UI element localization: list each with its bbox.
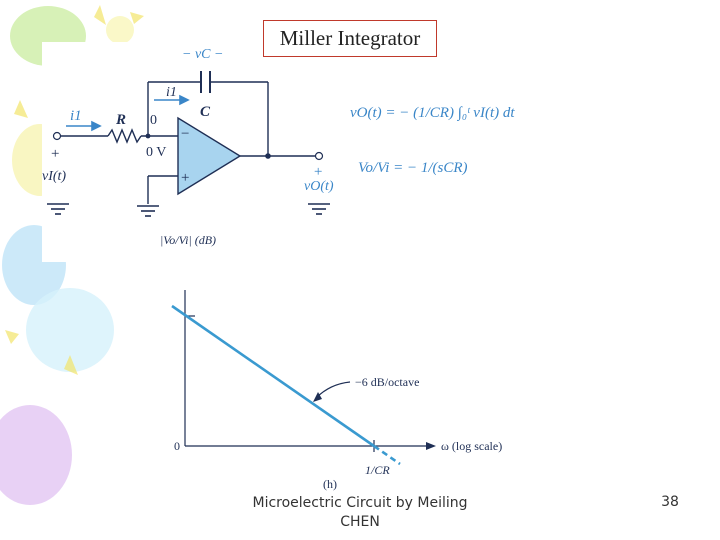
slide-title: Miller Integrator bbox=[263, 20, 437, 57]
vo-label: vO(t) bbox=[304, 179, 334, 194]
inverting-minus-label: − bbox=[181, 126, 189, 142]
node-dot-output bbox=[265, 153, 271, 159]
balloon-cyan bbox=[26, 288, 114, 372]
x-tick-label: 1/CR bbox=[365, 463, 390, 477]
resistor-label: R bbox=[115, 112, 126, 128]
current-arrows bbox=[66, 94, 190, 132]
ground-icon-input bbox=[47, 203, 69, 215]
content-panel bbox=[42, 42, 720, 262]
x-axis-label: ω (log scale) bbox=[441, 439, 502, 453]
slope-annotation: −6 dB/octave bbox=[355, 375, 419, 389]
footer-author: Microelectric Circuit by Meiling CHEN bbox=[252, 495, 468, 530]
ground-symbols bbox=[47, 203, 330, 217]
response-line bbox=[171, 304, 375, 448]
equation-time-domain: vO(t) = − (1/CR) ∫₀ᵗ vI(t) dt bbox=[350, 105, 515, 121]
ground-icon-opamp bbox=[137, 205, 159, 217]
annotation-pointer bbox=[315, 381, 351, 399]
input-plus-label: + bbox=[51, 146, 59, 162]
circuit bbox=[60, 71, 316, 204]
input-terminal bbox=[52, 131, 62, 141]
zero-db-tick-label: 0 bbox=[174, 439, 180, 453]
zero-node-label: 0 bbox=[150, 113, 157, 128]
page-number: 38 bbox=[661, 494, 679, 510]
output-terminal bbox=[314, 151, 324, 161]
capacitor-label: C bbox=[200, 104, 211, 120]
ground-icon-output bbox=[308, 203, 330, 215]
vi-label: vI(t) bbox=[42, 169, 66, 184]
annotation-arrowhead bbox=[313, 392, 322, 402]
figure-caption: (h) bbox=[323, 477, 337, 491]
equation-transfer-function: Vo/Vi = − 1/(sCR) bbox=[358, 160, 468, 176]
vc-label: − vC − bbox=[182, 47, 223, 62]
y-axis-label: |Vo/Vi| (dB) bbox=[160, 233, 216, 247]
i1-top-arrowhead bbox=[179, 94, 190, 106]
response-line-dashed bbox=[373, 444, 401, 466]
bode-plot: |Vo/Vi| (dB) 0 ω (log scale) 1/CR −6 dB/… bbox=[160, 233, 502, 491]
node-dot-input bbox=[145, 133, 151, 139]
i1-top-label: i1 bbox=[166, 85, 177, 100]
i1-left-label: i1 bbox=[70, 108, 82, 124]
opamp-triangle bbox=[177, 116, 242, 196]
zero-volt-label: 0 V bbox=[146, 145, 166, 160]
balloon-purple bbox=[0, 405, 72, 505]
x-axis-arrowhead bbox=[426, 442, 436, 450]
i1-left-arrowhead bbox=[91, 120, 102, 132]
balloon-yellow-small bbox=[106, 16, 134, 44]
resistor-symbol bbox=[107, 128, 142, 144]
noninverting-plus-label: + bbox=[181, 170, 189, 186]
output-plus-label: + bbox=[313, 164, 323, 180]
